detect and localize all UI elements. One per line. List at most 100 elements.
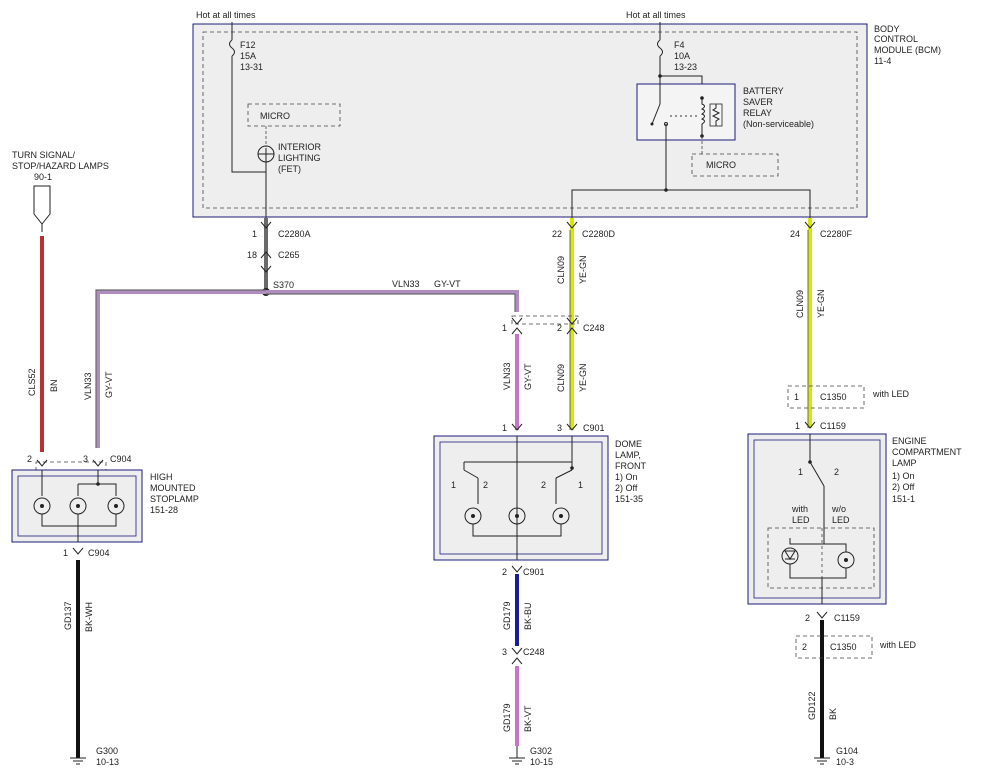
wire-label-bkvt: BK-VT [523, 705, 533, 732]
g104-page: 10-3 [836, 757, 854, 767]
fuse-f12-rating: 15A [240, 51, 256, 61]
engine-label-3: LAMP [892, 458, 917, 468]
wire-label-gd179-b: GD179 [502, 703, 512, 732]
wire-label-vln33-a: VLN33 [83, 372, 93, 400]
dome-label-2: LAMP, [615, 450, 641, 460]
engine-lamp-switch-icon [809, 461, 825, 487]
interior-label-3: (FET) [278, 164, 301, 174]
connector-c2280a-icon [260, 221, 272, 229]
relay-label-4: (Non-serviceable) [743, 119, 814, 129]
wire-label-bkwh: BK-WH [84, 602, 94, 632]
c1350-pin: 1 [794, 392, 799, 402]
wire-label-vln33-b: VLN33 [502, 362, 512, 390]
fuse-f4-icon [657, 39, 663, 57]
engine-with-2: LED [792, 515, 810, 525]
dome-pos-2b: 2 [541, 480, 546, 490]
c2280f-pin: 24 [790, 229, 800, 239]
turn-label-1: TURN SIGNAL/ [12, 150, 76, 160]
relay-coil-icon [700, 98, 705, 136]
connector-c1350b-box [795, 635, 873, 659]
hot-label-right: Hot at all times [626, 10, 686, 20]
c901-label: C901 [583, 423, 605, 433]
hmsl-label-1: HIGH [150, 472, 173, 482]
engine-pos-2: 2 [834, 467, 839, 477]
battery-saver-relay [636, 83, 736, 141]
wire-label-bkbu: BK-BU [523, 602, 533, 630]
connector-c1350-box [787, 385, 865, 409]
fuse-f4-name: F4 [674, 40, 685, 50]
ground-g300-icon [70, 757, 86, 765]
bcm-label-3: MODULE (BCM) [874, 45, 941, 55]
micro-label-left: MICRO [260, 111, 290, 121]
dome-label-4: 1) On [615, 472, 638, 482]
dome-label-5: 2) Off [615, 483, 638, 493]
relay-label-3: RELAY [743, 108, 772, 118]
c901b-pin: 2 [502, 567, 507, 577]
engine-wo-2: LED [832, 515, 850, 525]
c265-label: C265 [278, 250, 300, 260]
wire-label-gyvt-b: GY-VT [523, 363, 533, 390]
dome-lamp-front [433, 435, 609, 561]
bcm-page: 11-4 [874, 56, 891, 66]
with-led-label-b: with LED [879, 640, 917, 650]
c1159-label: C1159 [820, 421, 846, 431]
engine-with-1: with [791, 504, 808, 514]
dome-pos-1b: 1 [578, 480, 583, 490]
connector-c248-box [511, 315, 579, 325]
engine-pos-1: 1 [798, 467, 803, 477]
g104-label: G104 [836, 746, 858, 756]
wire-label-yegn-b: YE-GN [578, 363, 588, 392]
wire-label-vln33-h: VLN33 [392, 279, 420, 289]
ground-g104-icon [814, 757, 830, 765]
relay-label-1: BATTERY [743, 86, 784, 96]
g300-label: G300 [96, 746, 118, 756]
c1159b-label: C1159 [834, 613, 860, 623]
fuse-f12-icon [229, 39, 235, 57]
c904-pin2: 2 [27, 454, 32, 464]
ground-g302-icon [509, 757, 525, 765]
wire-label-yegn-a: YE-GN [578, 255, 588, 284]
dome-pos-1a: 1 [451, 480, 456, 490]
wire-label-gyvt-a: GY-VT [104, 371, 114, 398]
dome-label-1: DOME [615, 439, 642, 449]
dome-label-3: FRONT [615, 461, 646, 471]
c2280d-pin: 22 [552, 229, 562, 239]
engine-lamp-variant-box [767, 527, 875, 589]
c1350b-label: C1350 [830, 642, 857, 652]
interior-label-1: INTERIOR [278, 142, 322, 152]
wire-label-cln09-a: CLN09 [556, 256, 566, 284]
micro-box-left [247, 103, 341, 127]
c248b-pin: 3 [502, 647, 507, 657]
hmsl-label-2: MOUNTED [150, 483, 196, 493]
micro-label-right: MICRO [706, 160, 736, 170]
g300-page: 10-13 [96, 757, 119, 767]
fuse-f4-page: 13-23 [674, 62, 697, 72]
with-led-label: with LED [872, 389, 910, 399]
c2280f-label: C2280F [820, 229, 853, 239]
wire-label-bn: BN [49, 379, 59, 392]
c248-label: C248 [583, 323, 605, 333]
wire-label-gd122: GD122 [807, 691, 817, 720]
dome-bulb-center-icon [508, 507, 526, 525]
c2280a-pin: 1 [252, 229, 257, 239]
dome-page: 151-35 [615, 494, 643, 504]
wire-label-gyvt-h: GY-VT [434, 279, 461, 289]
c901-pin1: 1 [502, 423, 507, 433]
wire-label-cls52: CLS52 [27, 368, 37, 396]
relay-switch-icon [651, 103, 661, 125]
s370-label: S370 [273, 280, 294, 290]
c1350b-pin: 2 [802, 642, 807, 652]
turn-label-2: STOP/HAZARD LAMPS [12, 161, 109, 171]
engine-label-5: 2) Off [892, 482, 915, 492]
fuse-f4-rating: 10A [674, 51, 690, 61]
c1350-label: C1350 [820, 392, 847, 402]
wire-vln33-bus [96, 290, 519, 448]
c904b-label: C904 [88, 548, 110, 558]
hot-label-left: Hot at all times [196, 10, 256, 20]
wire-label-bk: BK [828, 708, 838, 720]
c1159b-pin: 2 [805, 613, 810, 623]
c901b-label: C901 [523, 567, 545, 577]
wire-label-cln09-c: CLN09 [795, 290, 805, 318]
turn-page: 90-1 [34, 172, 52, 182]
